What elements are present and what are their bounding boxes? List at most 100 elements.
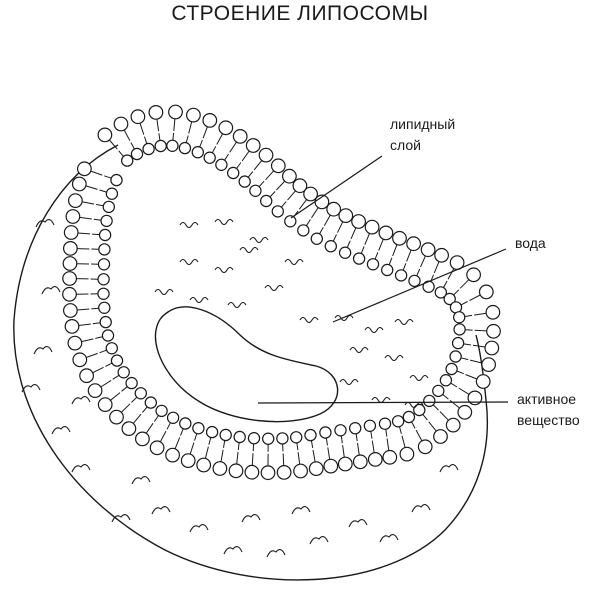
lipid-tail-inner xyxy=(325,438,328,446)
lipid-tail-outer xyxy=(465,374,478,380)
lipid-head-inner xyxy=(319,426,332,439)
lipid-tail-outer xyxy=(392,244,398,257)
lipid-tail-inner xyxy=(99,349,107,354)
lipid-tail-inner xyxy=(388,257,393,265)
lipid-tail-outer xyxy=(189,442,195,455)
lipid-tail-inner xyxy=(199,139,203,148)
lipid-tail-inner xyxy=(258,180,265,188)
lipid-head-outer xyxy=(475,374,491,389)
lipid-tail-inner xyxy=(112,374,120,380)
label-lipid-layer-line-1: липидный xyxy=(390,116,456,132)
lipid-head-outer xyxy=(351,214,367,229)
lipid-tail-outer xyxy=(312,449,316,462)
lipid-head-outer xyxy=(382,449,398,465)
lipid-tail-outer xyxy=(287,190,296,201)
lipid-head-inner xyxy=(98,228,112,242)
outer-surface-bumps xyxy=(21,219,459,558)
lipid-head-outer xyxy=(79,368,94,384)
lipid-head-outer xyxy=(352,454,368,470)
lipid-tail-inner xyxy=(92,322,101,325)
lipid-tail-inner xyxy=(185,135,189,143)
lipid-tail-outer xyxy=(378,239,384,251)
lipid-tail-outer xyxy=(236,451,239,465)
lipid-tail-inner xyxy=(91,307,99,310)
water-wave xyxy=(154,288,174,296)
lipid-tail-outer xyxy=(472,344,486,348)
lipid-tail-outer xyxy=(77,308,90,311)
lipid-head-outer xyxy=(109,409,124,425)
lipid-head-inner xyxy=(413,403,426,417)
lipid-head-outer xyxy=(165,447,181,463)
lipid-tail-inner xyxy=(442,394,449,400)
lipid-tail-inner xyxy=(269,191,276,198)
water-wave xyxy=(189,296,209,304)
outer-shell-outline xyxy=(13,144,489,581)
lipid-tail-outer xyxy=(139,123,145,135)
outer-sphere-shell xyxy=(13,144,489,581)
water-wave xyxy=(214,266,234,274)
lipid-tail-inner xyxy=(211,146,217,154)
active-substance-core xyxy=(154,306,339,423)
lipid-head-inner xyxy=(378,417,392,430)
lipid-head-inner xyxy=(166,139,179,152)
lipid-tail-outer xyxy=(132,413,142,424)
lipid-head-inner xyxy=(101,329,115,342)
lipid-head-outer xyxy=(276,465,292,480)
lipid-head-inner xyxy=(233,430,246,444)
lipid-head-inner xyxy=(105,187,119,200)
lipid-tail-inner xyxy=(432,404,439,411)
lipid-head-outer xyxy=(292,178,308,194)
lipid-head-inner xyxy=(215,158,228,171)
lipid-tail-inner xyxy=(237,442,240,450)
label-active-substance-line-2: вещество xyxy=(517,412,580,428)
lipid-head-inner xyxy=(366,258,380,271)
lipid-head-outer xyxy=(130,109,146,125)
lipid-tail-inner xyxy=(374,252,379,260)
lipid-tail-outer xyxy=(449,400,460,409)
surface-bump xyxy=(439,464,459,473)
lipid-tail-inner xyxy=(247,171,254,178)
lipid-head-outer xyxy=(134,431,150,447)
lipid-tail-outer xyxy=(297,452,301,465)
lipid-tail-inner xyxy=(180,428,184,436)
lipid-head-outer xyxy=(270,158,286,174)
lipid-tail-outer xyxy=(77,232,91,235)
lipid-head-outer xyxy=(434,247,450,263)
lipid-tail-outer xyxy=(428,421,437,432)
lipid-tail-outer xyxy=(459,279,470,289)
leader-lipid-layer xyxy=(290,155,383,219)
surface-bump xyxy=(35,219,55,228)
lipid-head-outer xyxy=(308,461,324,477)
lipid-head-inner xyxy=(97,287,110,300)
lipid-tail-outer xyxy=(78,323,91,326)
lipid-head-outer xyxy=(244,464,260,480)
lipid-tail-inner xyxy=(118,150,124,157)
lipid-tail-outer xyxy=(433,261,440,274)
lipid-head-outer xyxy=(62,286,77,302)
lipid-head-outer xyxy=(378,225,394,241)
water-wave xyxy=(214,218,234,226)
lipid-head-inner xyxy=(453,311,466,324)
lipid-tail-outer xyxy=(323,214,331,226)
lipid-tail-outer xyxy=(202,126,208,139)
lipid-head-inner xyxy=(262,432,275,445)
lipid-head-outer xyxy=(293,463,309,479)
lipid-head-inner xyxy=(402,410,416,424)
lipid-tail-outer xyxy=(401,435,406,448)
lipid-tail-inner xyxy=(130,142,135,150)
lipid-head-outer xyxy=(399,446,415,462)
lipid-head-inner xyxy=(117,366,130,379)
lipid-head-inner xyxy=(192,422,205,435)
lipid-head-inner xyxy=(154,139,167,153)
lipid-head-outer xyxy=(62,256,78,271)
water-wave xyxy=(409,374,429,382)
lipid-tail-inner xyxy=(95,336,103,339)
lipid-head-outer xyxy=(149,440,165,456)
lipid-tail-outer xyxy=(253,160,263,171)
lipid-head-inner xyxy=(249,184,262,197)
lipid-tail-inner xyxy=(99,189,107,193)
surface-bump xyxy=(21,384,41,393)
lipid-head-outer xyxy=(67,193,83,209)
lipid-tail-outer xyxy=(474,312,487,316)
lipid-head-outer xyxy=(196,457,212,473)
